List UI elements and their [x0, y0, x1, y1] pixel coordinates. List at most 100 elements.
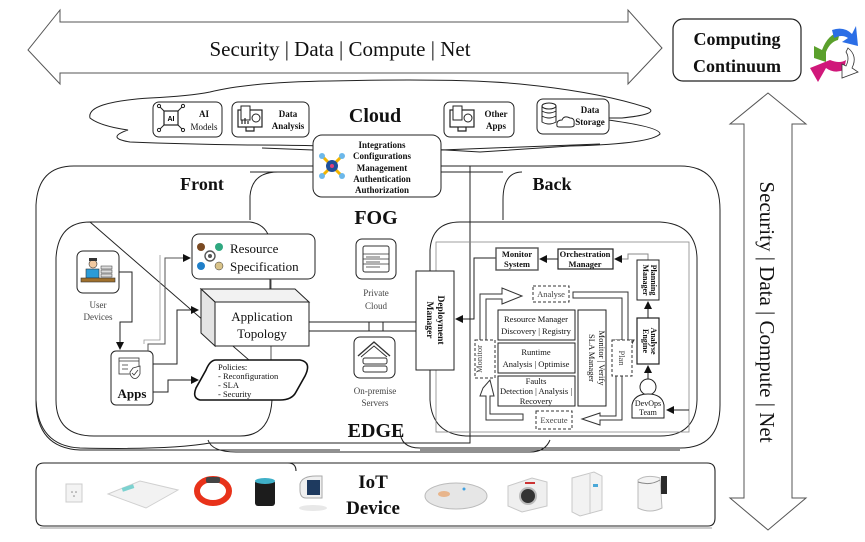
cloud-title: Cloud — [349, 105, 401, 127]
top-arrow-label: Security | Data | Compute | Net — [209, 37, 470, 61]
application-topology-box: Application Topology — [199, 287, 311, 348]
apps-monitor-icon — [449, 105, 475, 132]
smart-kettle-icon — [637, 475, 667, 512]
integration-line: Configurations — [353, 151, 412, 161]
ai-models-line1: AI — [199, 109, 209, 119]
integration-line: Authorization — [355, 185, 409, 195]
computing-continuum-box: Computing Continuum — [672, 18, 802, 82]
policy-item: - SLA — [218, 380, 240, 390]
planning-manager-line1: Planning — [649, 265, 658, 296]
faults-line3: Recovery — [520, 396, 553, 406]
side-double-arrow: Security | Data | Compute | Net — [728, 92, 808, 531]
iot-line1: IoT — [358, 472, 388, 493]
private-cloud-node: Private Cloud — [355, 238, 397, 311]
sla-manager-box: SLA Manager Monitor | Verify — [577, 309, 607, 407]
gears-network-icon — [319, 153, 345, 179]
user-devices-line2: Devices — [84, 312, 113, 322]
ai-chip-icon: AI — [156, 103, 186, 133]
resource-spec-line1: Resource — [230, 241, 279, 256]
app-topology-line1: Application — [231, 309, 293, 324]
mape-analyse: Analyse — [532, 285, 570, 303]
back-region — [399, 165, 721, 449]
iot-line2: Device — [346, 498, 400, 519]
analyse-engine-box: Analyse Engine — [636, 317, 660, 365]
smart-scale-icon — [106, 480, 180, 509]
side-arrow-label: Security | Data | Compute | Net — [755, 181, 779, 442]
user-laptop-icon — [80, 258, 116, 283]
runtime-line2: Analysis | Optimise — [503, 359, 570, 369]
fitness-band-icon — [194, 476, 232, 506]
resource-spec-line2: Specification — [230, 259, 299, 274]
data-analysis-line2: Analysis — [272, 121, 305, 131]
apps-box: Apps — [110, 350, 154, 406]
app-topology-line2: Topology — [237, 326, 287, 341]
resource-manager-line2: Discovery | Registry — [501, 326, 571, 336]
on-premise-line1: On-premise — [354, 386, 397, 396]
cloud-service-data-storage: Data Storage — [536, 98, 610, 135]
policy-item: - Reconfiguration — [218, 371, 279, 381]
front-title: Front — [180, 174, 224, 194]
on-premise-node: On-premise Servers — [353, 336, 397, 408]
monitor-system-line1: Monitor — [502, 249, 532, 259]
iot-devices: IoT Device — [65, 471, 667, 519]
cloud-service-ai-models: AI AI Models — [152, 101, 223, 138]
edge-region-bottom — [207, 439, 551, 453]
recycle-arrows-icon — [810, 26, 859, 82]
front-region — [35, 165, 471, 449]
sla-manager-line1: SLA Manager — [587, 334, 597, 382]
robot-vacuum-icon — [424, 482, 488, 510]
devops-team: DevOps Team — [631, 378, 665, 419]
back-title: Back — [532, 174, 571, 194]
cloud-service-data-analysis: Data Analysis — [231, 101, 310, 138]
mape-plan: Plan — [611, 339, 633, 377]
runtime-line1: Runtime — [521, 347, 551, 357]
faults-line2: Detection | Analysis | — [500, 386, 572, 396]
orchestration-manager-box: Orchestration Manager — [557, 248, 614, 270]
resource-manager-box: Resource Manager Discovery | Registry — [497, 309, 576, 341]
iot-strip — [35, 462, 716, 529]
database-cloud-icon — [541, 102, 575, 128]
analyse-engine-line2: Engine — [641, 329, 650, 353]
sla-manager-line2: Monitor | Verify — [597, 331, 607, 387]
integration-line: Authentication — [353, 174, 411, 184]
other-apps-line2: Apps — [486, 121, 507, 131]
svg-text:AI: AI — [168, 116, 175, 123]
edge-title: EDGE — [348, 420, 405, 442]
integration-line: Integrations — [359, 140, 406, 150]
planning-manager-box: Planning Manager — [636, 259, 660, 301]
planning-manager-line2: Manager — [641, 264, 650, 296]
deployment-manager-box: Deployment Manager — [415, 270, 455, 371]
mape-monitor-label: Monitor — [474, 345, 484, 373]
smart-plug-icon — [65, 483, 83, 503]
integration-line: Management — [357, 163, 408, 173]
private-cloud-line1: Private — [363, 288, 389, 298]
back-inner-panel — [429, 221, 698, 437]
deployment-manager-line2: Manager — [424, 302, 434, 340]
apps-label: Apps — [118, 386, 147, 401]
continuum-line2: Continuum — [693, 56, 781, 76]
data-storage-line2: Storage — [575, 117, 605, 127]
mape-monitor: Monitor — [474, 339, 496, 379]
policies-title: Policies: — [218, 362, 247, 372]
mape-execute-label: Execute — [540, 415, 568, 425]
devops-line2: Team — [639, 408, 657, 417]
mape-execute: Execute — [535, 410, 573, 430]
private-cloud-line2: Cloud — [365, 301, 388, 311]
refrigerator-icon — [571, 471, 603, 517]
analytics-monitor-icon — [237, 105, 263, 132]
other-apps-line1: Other — [485, 109, 508, 119]
fog-title: FOG — [354, 207, 398, 229]
smart-speaker-icon — [255, 478, 275, 506]
runtime-box: Runtime Analysis | Optimise — [497, 342, 576, 374]
analyse-engine-line1: Analyse — [649, 327, 658, 355]
resource-manager-line1: Resource Manager — [504, 314, 568, 324]
cloud-service-other-apps: Other Apps — [443, 101, 515, 138]
app-shield-icon — [118, 357, 141, 379]
deployment-manager-line1: Deployment — [435, 295, 445, 345]
ai-models-line2: Models — [191, 122, 218, 132]
user-devices: User Devices — [76, 250, 120, 322]
washing-machine-icon — [507, 477, 548, 513]
policy-item: - Security — [218, 389, 252, 399]
faults-box: Faults Detection | Analysis | Recovery — [497, 375, 576, 407]
